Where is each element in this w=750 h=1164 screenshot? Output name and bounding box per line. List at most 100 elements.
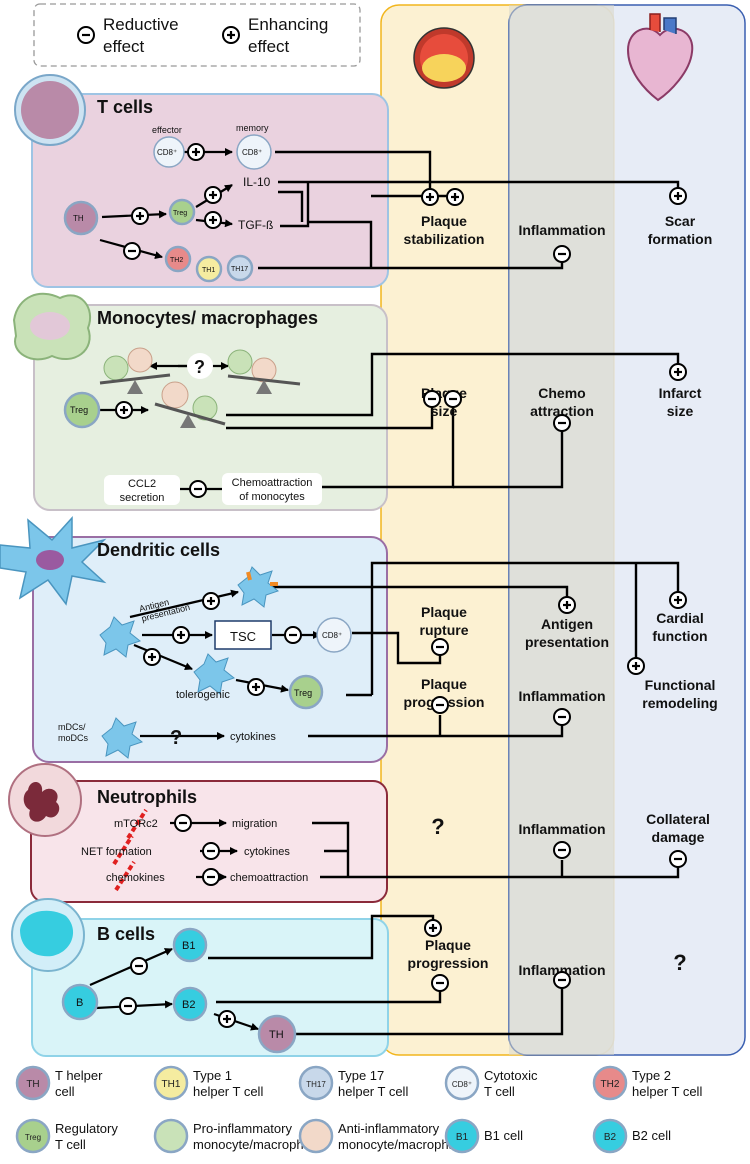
legend-badge-text: CD8⁺ xyxy=(452,1080,472,1089)
b1-badge: B1 xyxy=(182,940,195,952)
mono-title: Monocytes/ macrophages xyxy=(97,308,318,328)
enhancing-effect-icon xyxy=(218,1010,236,1028)
enhancing-effect-icon xyxy=(669,591,687,609)
reductive-effect-icon xyxy=(431,638,449,656)
neutrophil-icon xyxy=(8,763,82,837)
dc-cytokines-label: cytokines xyxy=(230,731,276,743)
section-texts: effector memory CD8⁺ CD8⁺ TH Treg IL-10 … xyxy=(58,123,342,1041)
enhancing-effect-icon xyxy=(143,648,161,666)
tsc-box xyxy=(214,620,272,650)
reductive-effect-icon xyxy=(119,997,137,1015)
monocyte-icon xyxy=(12,292,91,361)
legend-badge xyxy=(592,1118,628,1154)
enhancing-effect-icon xyxy=(247,678,265,696)
tsc-label: TSC xyxy=(230,629,256,644)
cd8-effector-badge: CD8⁺ xyxy=(157,148,177,157)
tgf-label: TGF-ß xyxy=(238,218,273,232)
column-overlap xyxy=(509,5,614,1055)
enhancing-effect-icon xyxy=(204,211,222,229)
legend-badge xyxy=(592,1065,628,1101)
mono-question-bubble xyxy=(187,353,213,379)
inflam-dc-label: Inflammation xyxy=(518,688,605,704)
arrows xyxy=(89,148,321,1031)
legend-label: B2 cell xyxy=(632,1128,671,1143)
legend-badge-text: B1 xyxy=(456,1132,469,1143)
th17-badge: TH17 xyxy=(231,266,248,273)
legend-item: B1 B1 cell xyxy=(444,1118,523,1154)
bcell-section xyxy=(31,918,389,1057)
enhancing-effect-icon xyxy=(558,596,576,614)
enhancing-effect-icon xyxy=(627,657,645,675)
legend-badge xyxy=(153,1118,189,1154)
inflam-t-label: Inflammation xyxy=(518,222,605,238)
reductive-effect-icon xyxy=(202,868,220,886)
reductive-effect-icon xyxy=(174,814,192,832)
small-cells xyxy=(61,134,352,1054)
enhancing-effect-icon xyxy=(204,186,222,204)
dendritic-cell-icon xyxy=(0,516,107,606)
legend-label: B1 cell xyxy=(484,1128,523,1143)
reductive-effect-icon xyxy=(202,842,220,860)
treg-badge: Treg xyxy=(173,210,187,217)
connector-lines xyxy=(208,150,680,1036)
inflam-b-label: Inflammation xyxy=(518,962,605,978)
reductive-effect-icon xyxy=(553,245,571,263)
legend-badge-text: B2 xyxy=(604,1132,617,1143)
legend-badge-text: Treg xyxy=(25,1133,41,1142)
legend-item: B2 B2 cell xyxy=(592,1118,671,1154)
tcells-title: T cells xyxy=(97,97,153,117)
inhibition-marks xyxy=(112,808,148,892)
enhancing-effect-icon xyxy=(446,188,464,206)
legend-badge xyxy=(15,1065,51,1101)
reductive-effect-icon xyxy=(553,414,571,432)
b-badge: B xyxy=(76,997,83,1009)
enhancing-effect-icon xyxy=(187,143,205,161)
reductive-effect-icon xyxy=(423,390,441,408)
dc-treg-badge: Treg xyxy=(294,688,312,698)
legend-badge xyxy=(153,1065,189,1101)
legend-badge xyxy=(298,1118,334,1154)
heart-icon xyxy=(626,13,694,102)
legend-badge-text: TH17 xyxy=(306,1080,326,1089)
neutro-question: ? xyxy=(431,814,444,839)
reductive-symbol xyxy=(77,26,95,44)
mono-treg-badge: Treg xyxy=(70,405,88,415)
bcell-th-badge: TH xyxy=(269,1029,284,1041)
enhancing-effect-icon xyxy=(115,401,133,419)
b2-badge: B2 xyxy=(182,999,195,1011)
chemoattraction-label: chemoattraction xyxy=(230,872,308,884)
enhancing-effect-icon xyxy=(669,187,687,205)
chemokines-label: chemokines xyxy=(106,872,165,884)
effector-label: effector xyxy=(152,125,182,135)
enhancing-effect-icon xyxy=(202,592,220,610)
effect-symbols xyxy=(115,143,687,1028)
enhancing-effect-icon xyxy=(131,207,149,225)
legend-badge xyxy=(15,1118,51,1154)
reductive-effect-icon xyxy=(553,841,571,859)
reductive-effect-icon xyxy=(444,390,462,408)
ccl2-box xyxy=(104,475,180,505)
mdcs-label: mDCs/moDCs xyxy=(58,722,89,743)
bcell-question: ? xyxy=(673,950,686,975)
tolerogenic-label: tolerogenic xyxy=(176,689,230,701)
bcell-icon xyxy=(11,898,85,972)
